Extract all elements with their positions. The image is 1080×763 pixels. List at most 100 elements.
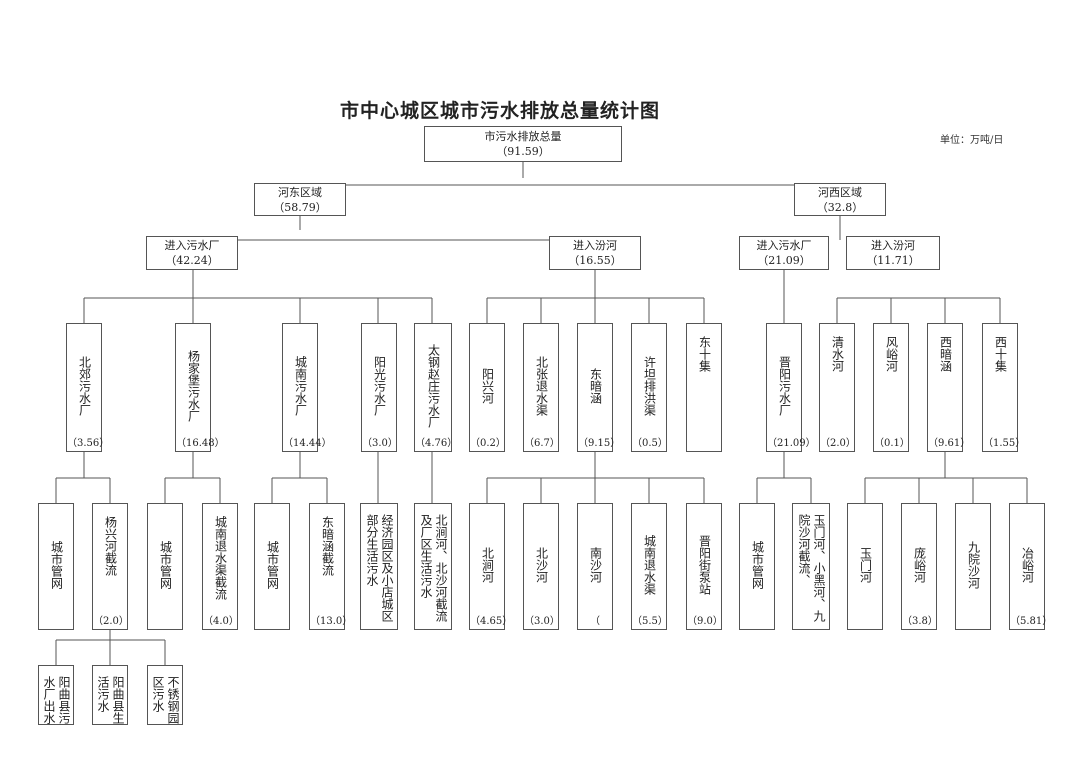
node-label: 城市管网 (49, 540, 64, 589)
node-label: 河东区域 (278, 185, 322, 199)
node-value: （9.0） (687, 616, 723, 627)
node-label: 庞峪河 (912, 546, 927, 583)
node-hexi-river: 进入汾河 （11.71） (846, 236, 940, 270)
node-label: 东暗涵 (588, 367, 603, 404)
node-chengnan-pipe: 城市管网 (254, 503, 290, 630)
node-label: 阳曲县生活污水 (96, 676, 125, 724)
node-label: 九院沙河 (966, 540, 981, 589)
node-label: 风峪河 (884, 336, 899, 372)
node-label: 经济园区及小店城区部分生活污水 (365, 514, 394, 622)
node-value: （11.71） (866, 254, 920, 267)
node-yangqu-domestic-sewage: 阳曲县生活污水 (92, 665, 128, 725)
node-jinyangjie-pump: 晋阳街泵站 （9.0） (686, 503, 723, 630)
node-value: （42.24） (165, 254, 219, 267)
node-value: （14.44） (283, 438, 332, 449)
node-label: 晋阳街泵站 (697, 534, 712, 595)
node-value: （5.81） (1010, 616, 1053, 627)
node-label: 阳光污水厂 (372, 355, 387, 416)
node-beisha: 北沙河 （3.0） (523, 503, 560, 630)
node-label: 不锈钢园区污水 (151, 676, 180, 724)
node-label: 玉门河、小黑河、九院沙河截流、 (797, 514, 826, 622)
node-nansha: 南沙河 （ (577, 503, 613, 630)
node-total: 市污水排放总量 （91.59） (424, 126, 622, 162)
node-chengnan: 城南污水厂 （14.44） (282, 323, 332, 452)
node-value: （6.7） (524, 438, 560, 449)
node-yeyu: 冶峪河 （5.81） (1009, 503, 1053, 630)
node-label: 清水河 (830, 336, 845, 372)
node-label: 北张退水渠 (534, 355, 549, 416)
node-label: 玉门河 (858, 546, 873, 583)
node-value: （3.8） (902, 616, 938, 627)
node-label: 市污水排放总量 (484, 130, 562, 143)
node-label: 许坦排洪渠 (642, 355, 657, 416)
node-jinyang: 晋阳污水厂 （21.09） (766, 323, 816, 452)
node-label: 南沙河 (588, 546, 603, 583)
node-dongyan-intercept: 东暗涵截流 （13.0） (309, 503, 352, 630)
node-jinyang-pipe: 城市管网 (739, 503, 775, 630)
node-jinyang-intercept: 玉门河、小黑河、九院沙河截流、 (792, 503, 830, 630)
node-hedong-plant: 进入污水厂 （42.24） (146, 236, 238, 270)
node-value: （5.5） (632, 616, 668, 627)
node-label: 进入汾河 (871, 239, 915, 252)
node-label: 城南退水渠截流 (213, 516, 228, 600)
node-label: 西十集 (993, 336, 1008, 372)
node-label: 东暗涵截流 (320, 516, 335, 576)
node-label: 西暗涵 (938, 336, 953, 372)
node-fengyu: 风峪河 （0.1） (873, 323, 910, 452)
node-dongshiji: 东十集 (686, 323, 722, 452)
node-yangjiabao: 杨家堡污水厂 （16.48） (175, 323, 225, 452)
node-label: 进入污水厂 (756, 239, 812, 252)
node-dongyan: 东暗涵 （9.15） (577, 323, 620, 452)
node-label: 太钢赵庄污水厂 (426, 343, 441, 428)
node-hedong-river: 进入汾河 （16.55） (549, 236, 641, 270)
node-value: （21.09） (767, 438, 816, 449)
node-label: 东十集 (697, 336, 712, 372)
node-stainless-park-sewage: 不锈钢园区污水 (147, 665, 183, 725)
node-label: 河西区域 (818, 185, 862, 199)
node-label: 北涧河 (480, 546, 495, 583)
node-value: （4.76） (415, 438, 458, 449)
node-value: （16.48） (176, 438, 225, 449)
node-label: 杨兴河截流 (103, 516, 118, 576)
node-beijian: 北涧河 （4.65） (469, 503, 513, 630)
node-value: （58.79） (273, 200, 327, 214)
node-beijiao: 北郊污水厂 （3.56） (66, 323, 110, 452)
node-yangguang: 阳光污水厂 （3.0） (361, 323, 398, 452)
node-value: （9.61） (928, 438, 971, 449)
node-value: （2.0） (93, 616, 129, 627)
node-label: 城南退水渠 (642, 534, 657, 595)
node-label: 阳兴河 (480, 367, 495, 404)
node-value: （32.8） (816, 200, 864, 214)
node-value: （2.0） (820, 438, 856, 449)
node-label: 进入汾河 (573, 239, 617, 252)
node-beijiao-pipe: 城市管网 (38, 503, 74, 630)
node-label: 北郊污水厂 (77, 355, 92, 416)
node-label: 城市管网 (158, 540, 173, 589)
node-hedong: 河东区域 （58.79） (254, 183, 346, 216)
node-value: （4.65） (470, 616, 513, 627)
node-label: 城市管网 (750, 540, 765, 589)
node-luyu: 庞峪河 （3.8） (901, 503, 938, 630)
node-label: 城市管网 (265, 540, 280, 589)
node-yangxing-intercept: 杨兴河截流 （2.0） (92, 503, 129, 630)
node-jiuyuan: 九院沙河 (955, 503, 991, 630)
node-value: （1.55） (983, 438, 1026, 449)
node-chengnan-canal: 城南退水渠 （5.5） (631, 503, 668, 630)
node-value: （3.56） (67, 438, 110, 449)
node-jingji-sewage: 经济园区及小店城区部分生活污水 (360, 503, 398, 630)
node-xishiji: 西十集 （1.55） (982, 323, 1026, 452)
node-label: 进入污水厂 (164, 239, 220, 252)
node-label: 城南污水厂 (293, 355, 308, 416)
node-yangxinghe: 阳兴河 （0.2） (469, 323, 506, 452)
node-xiyan: 西暗涵 （9.61） (927, 323, 971, 452)
node-value: （3.0） (524, 616, 560, 627)
node-chengnan-canal-intercept: 城南退水渠截流 （4.0） (202, 503, 239, 630)
node-label: 杨家堡污水厂 (186, 349, 201, 422)
node-yangqu-plant-outflow: 阳曲县污水厂出水 (38, 665, 74, 725)
node-value: （91.59） (496, 145, 550, 158)
node-value: （ (590, 616, 600, 627)
node-label: 北涧河、北沙河截流及厂区生活污水 (419, 514, 448, 622)
node-xutan: 许坦排洪渠 （0.5） (631, 323, 668, 452)
node-value: （0.5） (632, 438, 668, 449)
